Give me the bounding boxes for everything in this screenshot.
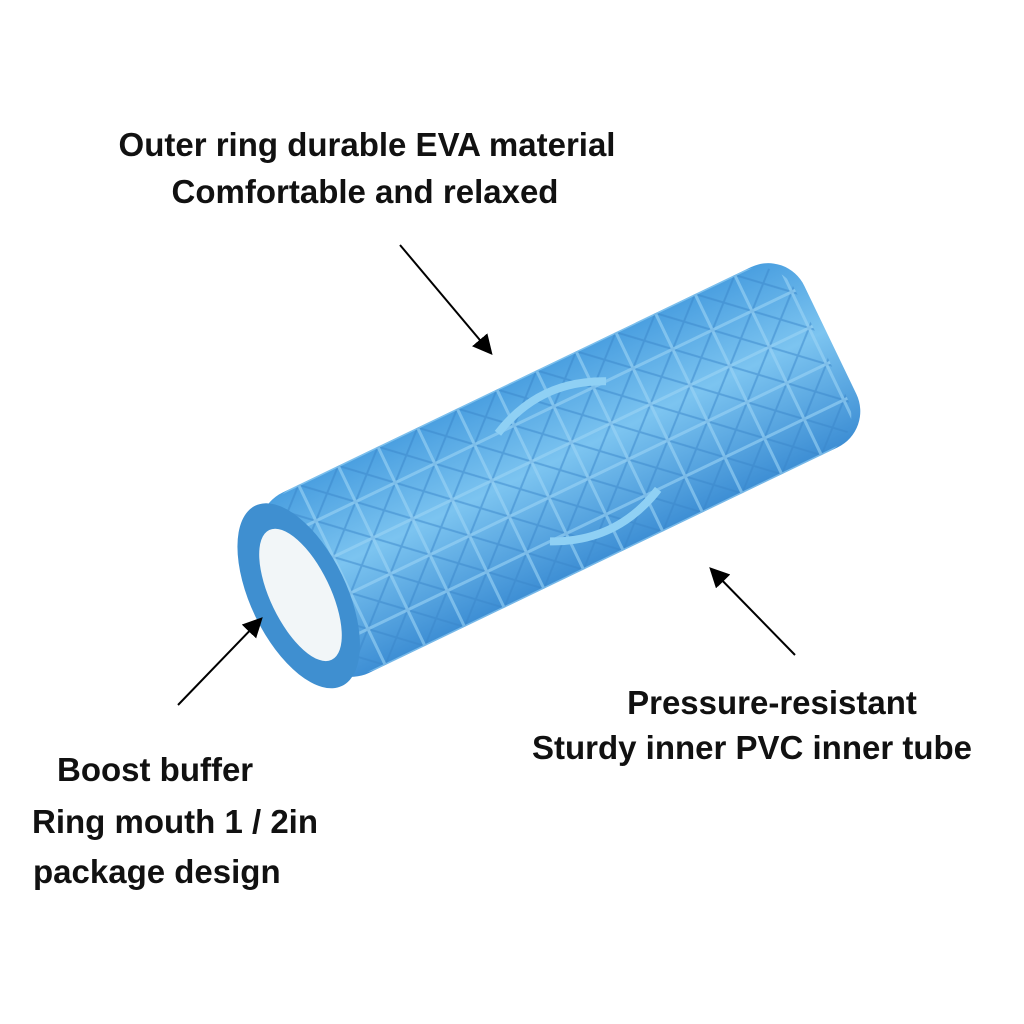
- top-label-line1: Outer ring durable EVA material: [118, 126, 616, 163]
- right-label-line1: Pressure-resistant: [627, 684, 917, 721]
- arrow-top: [399, 244, 493, 356]
- roller-inner-tube: [259, 528, 342, 662]
- left-label-line2: Ring mouth 1 / 2in: [32, 803, 318, 840]
- left-label-line1: Boost buffer: [57, 751, 254, 788]
- arrow-left: [177, 617, 263, 706]
- left-label-line3: package design: [33, 853, 281, 890]
- top-label-line2: Comfortable and relaxed: [171, 173, 559, 210]
- foam-roller: [237, 263, 861, 689]
- arrow-right: [709, 567, 796, 656]
- right-label-line2: Sturdy inner PVC inner tube: [531, 729, 973, 766]
